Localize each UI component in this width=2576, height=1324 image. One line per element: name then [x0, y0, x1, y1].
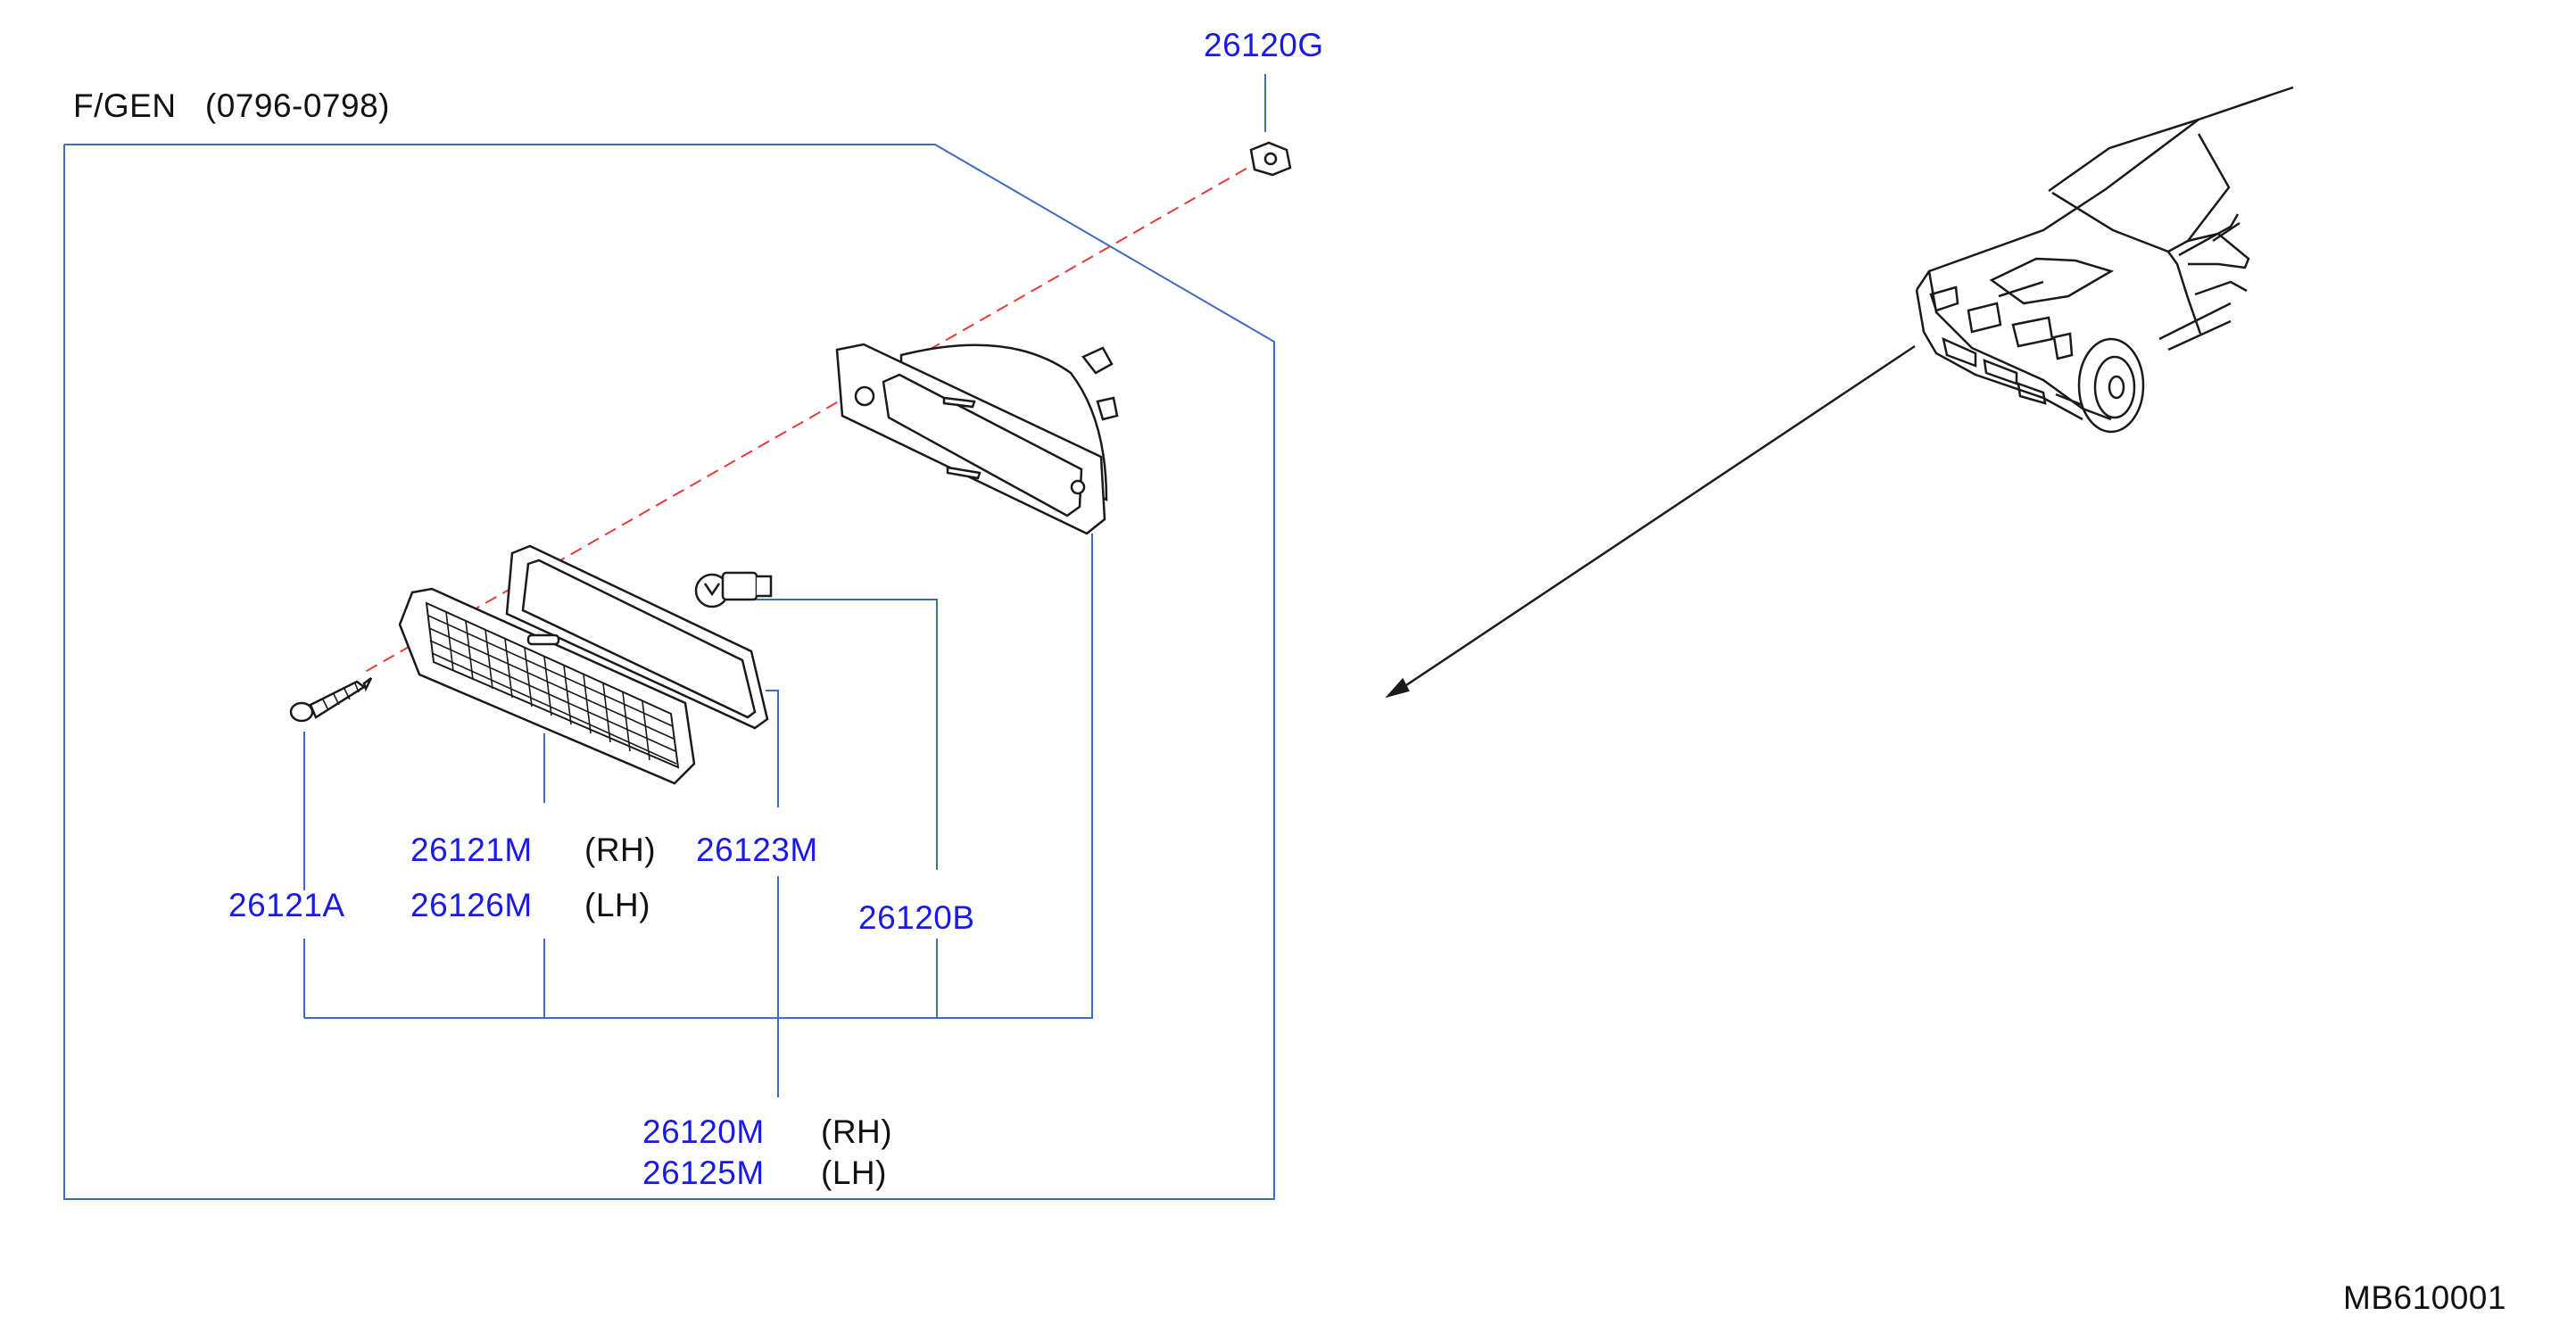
bulb-part [694, 571, 773, 608]
part-number-clip[interactable]: 26120G [1204, 27, 1324, 63]
variant-label: F/GEN [73, 87, 177, 124]
leader-lines [303, 74, 1266, 1097]
side-label-lh: (LH) [584, 887, 650, 923]
group-frame [63, 144, 1275, 1200]
lamp-housing [835, 343, 1119, 535]
vehicle-outline [1915, 86, 2294, 434]
part-number-bulb[interactable]: 26120B [858, 899, 975, 936]
clip-part [1249, 141, 1292, 177]
screw-part [289, 677, 373, 723]
side-label-rh: (RH) [584, 832, 657, 868]
side-label-assy-rh: (RH) [821, 1113, 893, 1150]
lens-part [398, 587, 696, 785]
part-number-assy-lh[interactable]: 26125M [642, 1154, 765, 1191]
side-label-assy-lh: (LH) [821, 1154, 887, 1191]
gasket-part [505, 544, 769, 730]
group-header: F/GEN (0796-0798) [73, 89, 390, 122]
assembly-axis [360, 158, 1264, 675]
part-number-lens-rh[interactable]: 26121M [410, 832, 533, 868]
diagram-code: MB610001 [2343, 1279, 2506, 1316]
part-number-gasket[interactable]: 26123M [696, 832, 818, 868]
part-number-lens-lh[interactable]: 26126M [410, 887, 533, 923]
location-arrow [1385, 344, 1916, 699]
part-number-screw[interactable]: 26121A [228, 887, 345, 923]
date-range-label: (0796-0798) [204, 87, 390, 124]
part-number-assy-rh[interactable]: 26120M [642, 1113, 765, 1150]
